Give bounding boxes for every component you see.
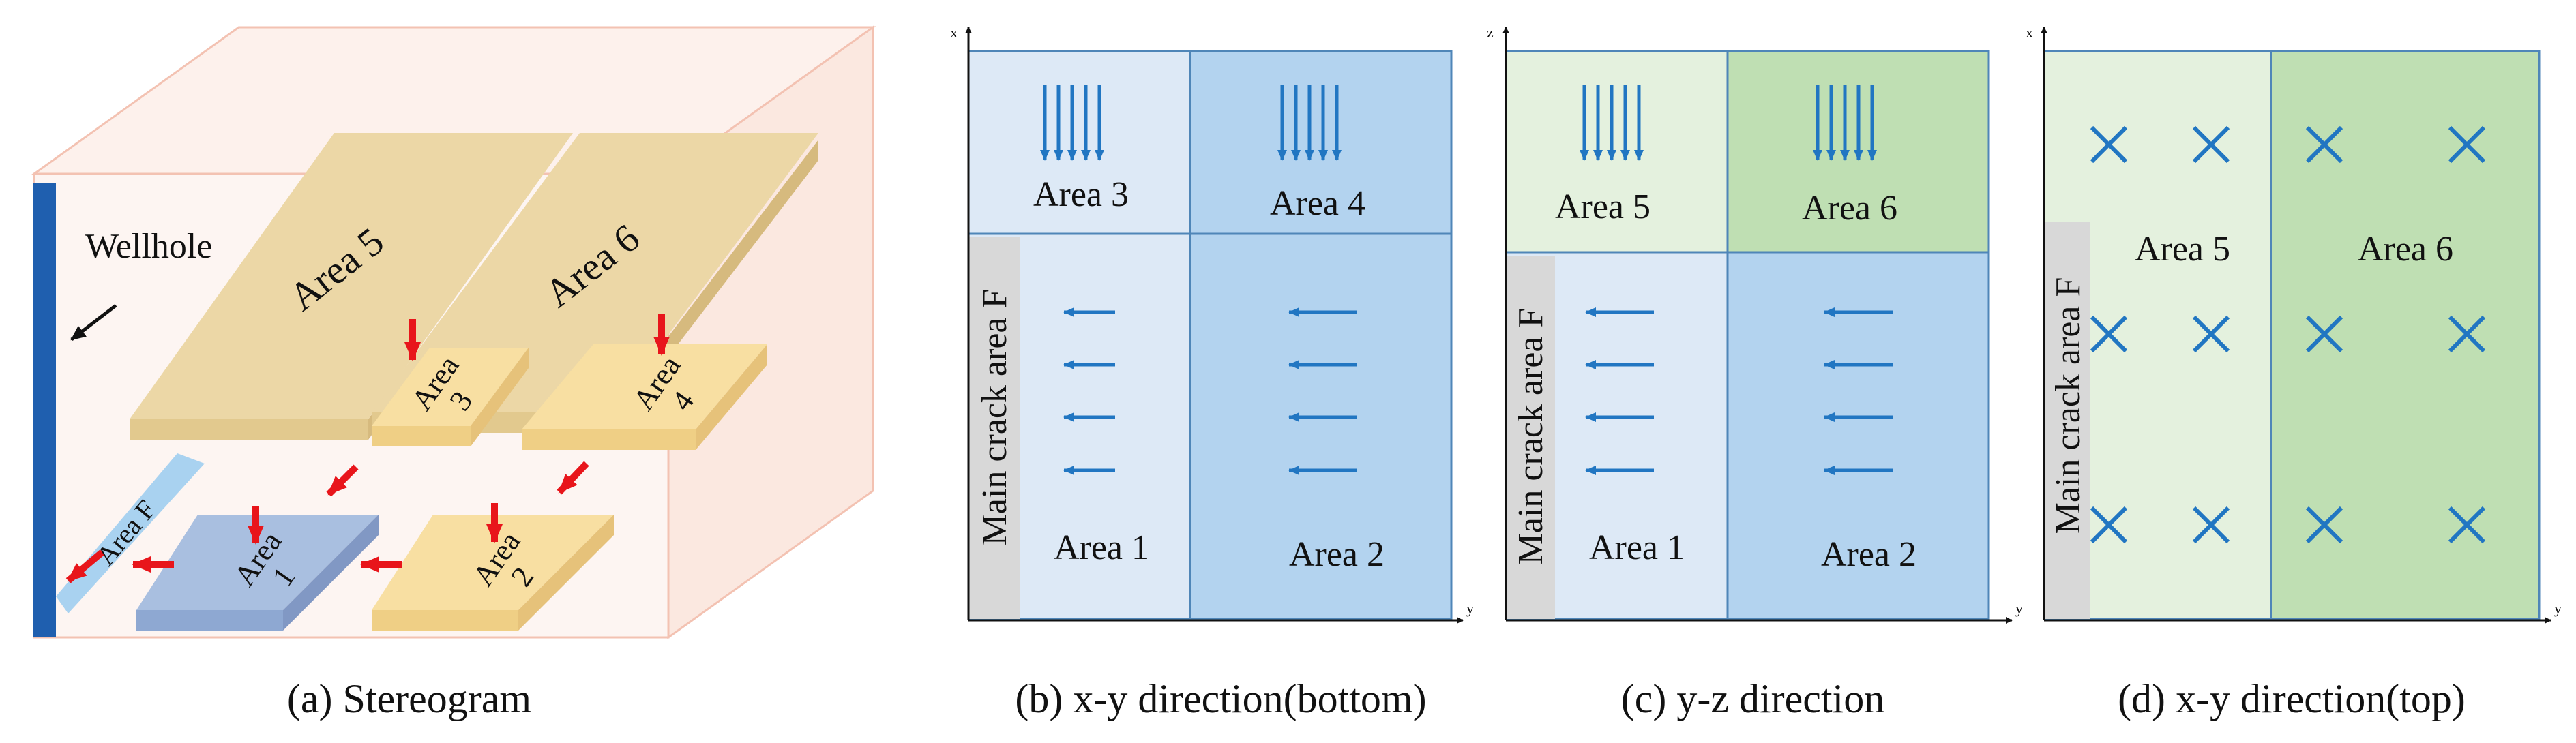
- area-5-slab-side: [130, 419, 368, 440]
- x-axis-label: x: [950, 24, 958, 41]
- wellhole: [33, 183, 56, 637]
- main-crack-strip: [2044, 222, 2090, 619]
- panel-c: z y Area 5 Area 6 Area 1 Area 2: [1487, 24, 2023, 721]
- red-arrow: [557, 461, 589, 495]
- area-4-cell: [1189, 50, 1453, 235]
- caption-d: (d) x-y direction(top): [2118, 676, 2466, 721]
- area-1-slab-side-right: [283, 515, 379, 631]
- area-2-slab-side-right: [518, 515, 614, 631]
- main-crack-label: Main crack area F: [1511, 308, 1550, 565]
- area-3-slab-side: [372, 426, 471, 446]
- area-2-cell: [1189, 232, 1453, 620]
- caption-c: (c) y-z direction: [1621, 676, 1884, 721]
- panel-d: x y Area 5 Area 6 Main crack area F (d) …: [2026, 24, 2562, 721]
- area-5-slab: [130, 133, 573, 419]
- caption-a: (a) Stereogram: [287, 676, 531, 721]
- area-3-cell: [967, 50, 1191, 235]
- main-crack-strip: [1506, 256, 1555, 619]
- area-6-label: Area 6: [1802, 189, 1897, 228]
- wellhole-label: Wellhole: [85, 227, 212, 266]
- area-2-label: Area 2: [1289, 535, 1385, 574]
- caption-b: (b) x-y direction(bottom): [1015, 676, 1426, 721]
- x-axis-label: x: [2026, 24, 2033, 41]
- into-page-markers: [2090, 125, 2486, 544]
- area-f-slab: [56, 453, 205, 613]
- y-axis-label: y: [1466, 600, 1474, 617]
- wellhole-pointer-arrow: [70, 304, 117, 341]
- area-6-label: Area 6: [2358, 230, 2453, 269]
- x-marker: [2090, 315, 2128, 353]
- red-arrow: [65, 549, 105, 583]
- area-1-label: Area 1: [1589, 528, 1685, 567]
- panel-b: x y Area 3 Area 4 Area 1 Area 2: [950, 24, 1474, 721]
- area-4-slab: [522, 344, 767, 429]
- main-crack-label: Main crack area F: [2049, 277, 2088, 534]
- x-marker: [2192, 506, 2230, 544]
- x-marker: [2448, 315, 2486, 353]
- x-marker: [2305, 315, 2343, 353]
- red-arrow: [326, 464, 359, 497]
- area-3-slab: [372, 348, 529, 426]
- area-2-slab: [372, 515, 614, 610]
- x-marker: [2305, 125, 2343, 164]
- x-marker: [2448, 506, 2486, 544]
- area-6-cell: [2270, 50, 2541, 620]
- area-1-label: Area 1: [1054, 528, 1149, 567]
- z-axis-label: z: [1487, 24, 1494, 41]
- area-5-label: Area 5: [2135, 230, 2230, 269]
- area-4-slab-side-right: [696, 344, 767, 450]
- x-marker: [2192, 315, 2230, 353]
- downward-flow-arrows: [1040, 85, 1342, 161]
- leftward-flow-arrows: [1585, 307, 1893, 475]
- downward-flow-arrows: [1580, 85, 1877, 161]
- area-5-label: Area 5: [1555, 187, 1650, 226]
- stereogram-panel: Wellhole Area 5 Area 6 Area3 Area4 Area1…: [31, 25, 876, 721]
- area-4-slab-side: [522, 429, 696, 450]
- area-1-slab-side: [136, 610, 283, 631]
- x-marker: [2305, 506, 2343, 544]
- y-axis-label: y: [2554, 600, 2562, 617]
- area-6-slab: [372, 133, 818, 412]
- x-marker: [2448, 125, 2486, 164]
- main-crack-label: Main crack area F: [975, 289, 1014, 546]
- leftward-flow-arrows: [1063, 307, 1357, 475]
- area-2-label: Area 2: [1821, 535, 1916, 574]
- main-crack-strip: [968, 237, 1020, 619]
- x-marker: [2090, 125, 2128, 164]
- area-1-slab: [136, 515, 379, 610]
- area-3-label: Area 3: [1033, 175, 1129, 214]
- x-marker: [2090, 506, 2128, 544]
- y-axis-label: y: [2015, 600, 2023, 617]
- x-marker: [2192, 125, 2230, 164]
- area-3-slab-side-right: [471, 348, 529, 446]
- area-2-slab-side: [372, 610, 518, 631]
- area-4-label: Area 4: [1270, 184, 1365, 223]
